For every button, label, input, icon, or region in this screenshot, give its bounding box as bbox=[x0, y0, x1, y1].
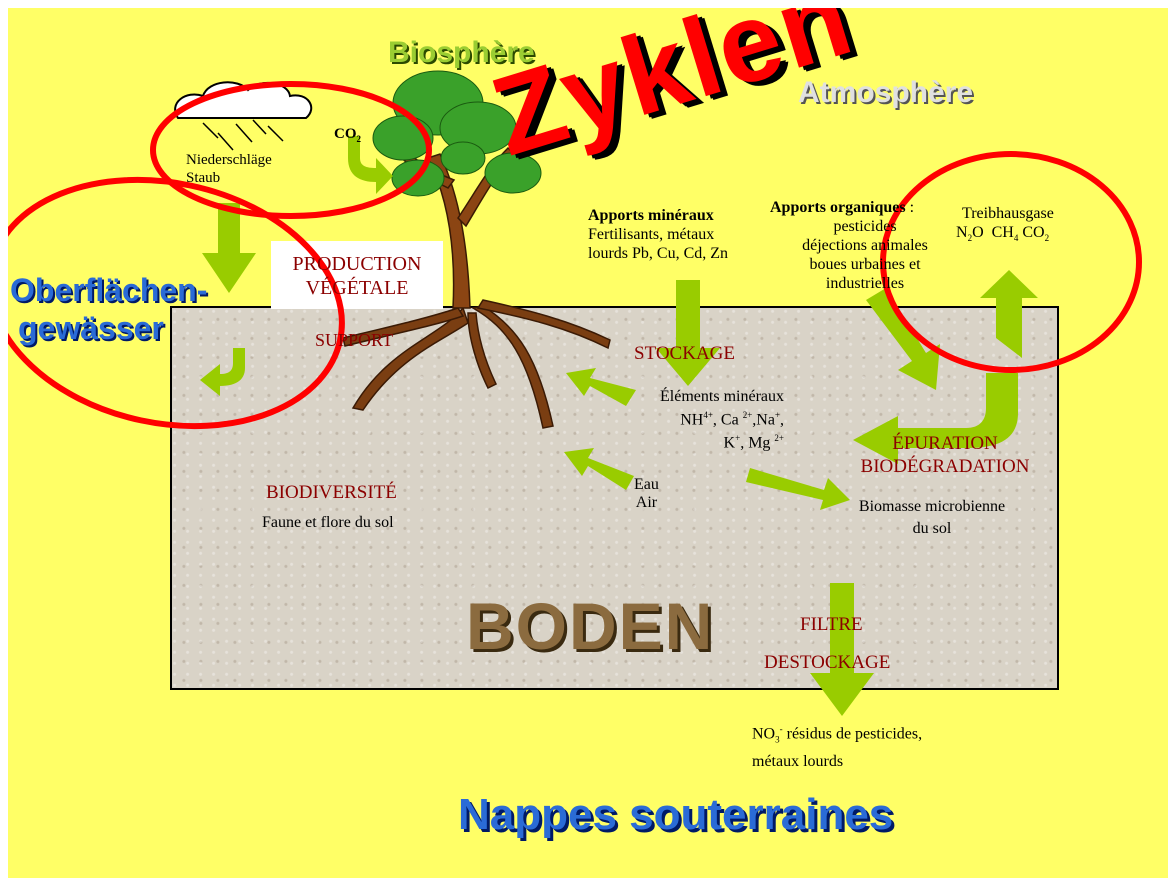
eau-text: Eau bbox=[634, 476, 659, 494]
label-no3: NO3- résidus de pesticides, métaux lourd… bbox=[752, 718, 922, 773]
title-surface-water-line2: gewässer bbox=[10, 309, 207, 347]
treibhausgase-text: Treibhausgase bbox=[962, 204, 1054, 223]
label-support: SUPPORT bbox=[315, 330, 393, 351]
apports-organiques-line1: pesticides bbox=[770, 217, 960, 236]
arrow-curve-water bbox=[200, 348, 245, 396]
arrow-down-filtre bbox=[810, 583, 874, 716]
arrow-to-biomasse bbox=[746, 468, 850, 510]
apports-organiques-line3: boues urbaines et bbox=[770, 255, 960, 274]
apports-mineraux-line1: Fertilisants, métaux bbox=[588, 225, 728, 244]
label-precipitation: Niederschläge Staub bbox=[186, 151, 272, 187]
apports-organiques-colon: : bbox=[906, 199, 914, 216]
co2-text: CO bbox=[334, 126, 357, 142]
arrow-up-gases bbox=[980, 270, 1038, 358]
label-stockage: STOCKAGE bbox=[634, 343, 735, 365]
co2-subscript: 2 bbox=[357, 134, 362, 144]
biomasse-line2: du sol bbox=[846, 518, 1018, 540]
label-co2: CO2 bbox=[334, 126, 361, 144]
rain-icon bbox=[203, 120, 283, 150]
label-greenhouse-gases: Treibhausgase N2O CH4 CO2 bbox=[962, 204, 1054, 248]
apports-organiques-line4: industrielles bbox=[770, 274, 960, 293]
label-production-line1: PRODUCTION bbox=[276, 252, 438, 276]
label-eau-air: Eau Air bbox=[634, 476, 659, 512]
label-faune-flore: Faune et flore du sol bbox=[262, 514, 394, 532]
arrow-down-rain bbox=[202, 203, 256, 293]
label-epuration: ÉPURATION BIODÉGRADATION bbox=[840, 432, 1050, 478]
tree-roots bbox=[343, 300, 610, 428]
title-surface-water: Oberflächen- gewässer bbox=[10, 271, 207, 347]
elements-mineraux-ions-1: NH4+, Ca 2+,Na+, bbox=[636, 406, 784, 429]
no3-line1: NO3- résidus de pesticides, bbox=[752, 718, 922, 751]
title-surface-water-line1: Oberflächen- bbox=[10, 271, 207, 309]
no3-rest-text: résidus de pesticides, bbox=[783, 725, 923, 742]
arrow-diag-organiques bbox=[866, 288, 940, 390]
epuration-text: ÉPURATION bbox=[840, 432, 1050, 455]
biodegradation-text: BIODÉGRADATION bbox=[840, 455, 1050, 478]
title-biosphere: Biosphère bbox=[388, 36, 535, 70]
biomasse-line1: Biomasse microbienne bbox=[846, 496, 1018, 518]
apports-organiques-line2: déjections animales bbox=[770, 236, 960, 255]
air-text: Air bbox=[634, 494, 659, 512]
label-production: PRODUCTION VÉGÉTALE bbox=[276, 252, 438, 300]
elements-mineraux-ions-2: K+, Mg 2+ bbox=[636, 429, 784, 452]
label-elements-mineraux: Éléments minéraux NH4+, Ca 2+,Na+, K+, M… bbox=[636, 388, 784, 453]
label-biomasse: Biomasse microbienne du sol bbox=[846, 496, 1018, 540]
greenhouse-formulas: N2O CH4 CO2 bbox=[956, 223, 1054, 248]
apports-mineraux-title: Apports minéraux bbox=[588, 206, 728, 225]
label-staub: Staub bbox=[186, 169, 272, 187]
apports-mineraux-line2: lourds Pb, Cu, Cd, Zn bbox=[588, 244, 728, 263]
title-boden: BODEN bbox=[466, 588, 714, 664]
label-biodiversite: BIODIVERSITÉ bbox=[266, 482, 397, 504]
label-production-line2: VÉGÉTALE bbox=[276, 276, 438, 300]
label-destockage: DESTOCKAGE bbox=[764, 652, 890, 674]
no3-line2: métaux lourds bbox=[752, 751, 922, 773]
title-groundwater: Nappes souterraines bbox=[458, 790, 893, 840]
title-atmosphere: Atmosphère bbox=[798, 76, 973, 110]
label-apports-organiques: Apports organiques : pesticides déjectio… bbox=[770, 198, 960, 293]
arrow-to-root-1 bbox=[566, 368, 636, 406]
label-filtre: FILTRE bbox=[800, 614, 863, 636]
elements-mineraux-title: Éléments minéraux bbox=[636, 388, 784, 406]
arrow-to-root-2 bbox=[564, 448, 634, 490]
label-apports-mineraux: Apports minéraux Fertilisants, métaux lo… bbox=[588, 206, 728, 263]
arrow-down-mineraux bbox=[656, 280, 720, 386]
label-niederschlaege: Niederschläge bbox=[186, 151, 272, 169]
slide: Zyklen Biosphère Atmosphère Oberflächen-… bbox=[8, 8, 1168, 878]
apports-organiques-title: Apports organiques bbox=[770, 199, 906, 216]
